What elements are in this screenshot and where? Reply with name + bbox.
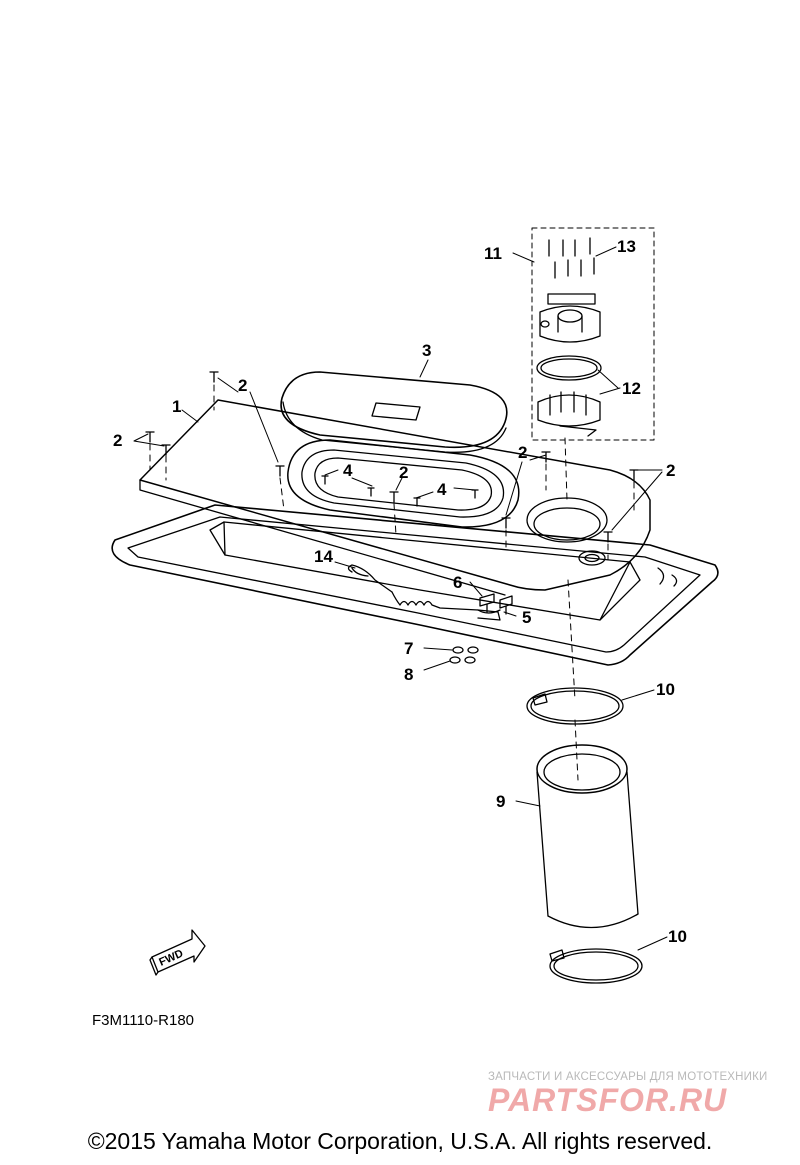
vent-base (537, 391, 601, 437)
callout-5: 5 (522, 608, 531, 627)
washers-nuts (449, 646, 479, 664)
deck-plate (139, 399, 651, 596)
callout-7: 7 (404, 639, 413, 658)
callout-1: 1 (172, 397, 181, 416)
small-screws (548, 237, 595, 279)
callout-4: 4 (343, 461, 353, 480)
band-upper (526, 687, 624, 725)
callout-10: 10 (656, 680, 675, 699)
callout-13: 13 (617, 237, 636, 256)
band-lower (549, 948, 643, 984)
subassembly-box (531, 227, 655, 441)
spring-cable (347, 564, 501, 621)
callout-2: 2 (399, 463, 408, 482)
vent-housing (539, 293, 601, 343)
hose (536, 744, 639, 929)
fwd-arrow-icon (149, 929, 206, 976)
watermark-logo: PARTSFOR.RU (488, 1082, 728, 1118)
callout-2: 2 (666, 461, 675, 480)
callout-2: 2 (518, 443, 527, 462)
callout-2: 2 (113, 431, 122, 450)
callout-12: 12 (622, 379, 641, 398)
callout-4: 4 (437, 480, 447, 499)
callout-9: 9 (496, 792, 505, 811)
copyright-notice: ©2015 Yamaha Motor Corporation, U.S.A. A… (87, 1128, 713, 1154)
assembly-lines (149, 384, 635, 781)
callout-3: 3 (422, 341, 431, 360)
leader-lines (133, 246, 668, 951)
callout-2: 2 (238, 376, 247, 395)
part-code: F3M1110-R180 (92, 1012, 194, 1029)
screws (145, 371, 639, 543)
hatch-cover (280, 371, 508, 453)
hatch-rim (287, 439, 520, 528)
callout-8: 8 (404, 665, 413, 684)
callout-11: 11 (484, 244, 502, 263)
watermark-tagline: ЗАПЧАСТИ И АКСЕССУАРЫ ДЛЯ МОТОТЕХНИКИ (488, 1071, 768, 1083)
o-ring (536, 355, 602, 381)
callout-14: 14 (314, 547, 333, 566)
callout-6: 6 (453, 573, 462, 592)
base-frame (111, 504, 719, 666)
callout-10: 10 (668, 927, 687, 946)
